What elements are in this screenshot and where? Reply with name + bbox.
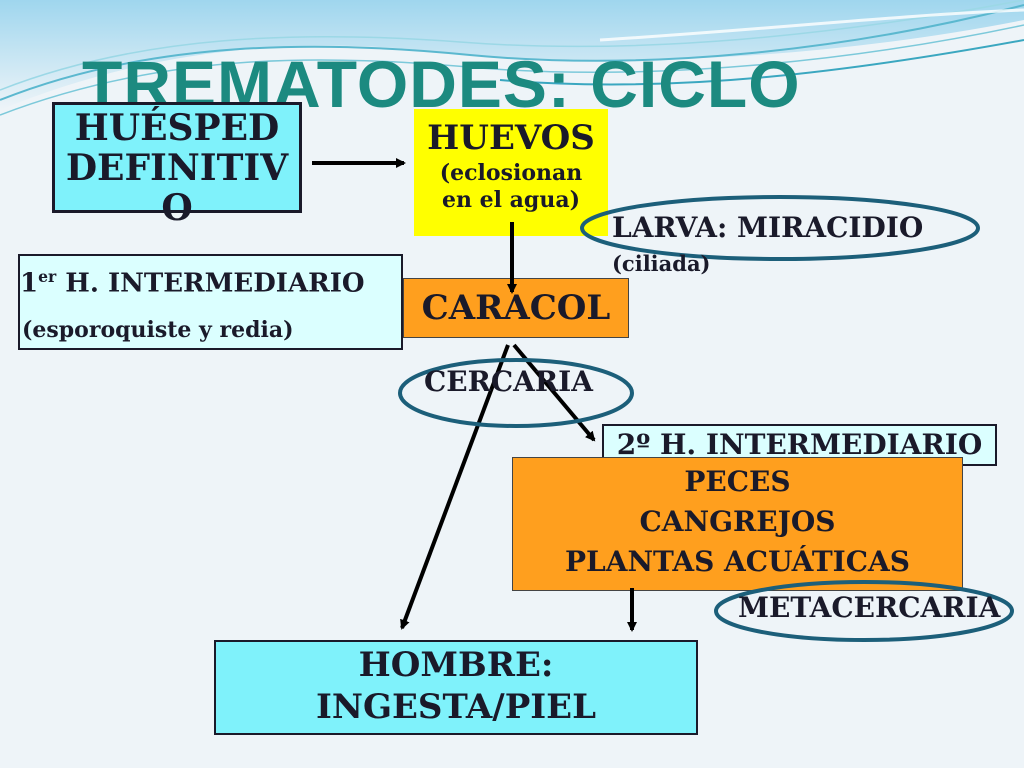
host-cangrejos: CANGREJOS: [639, 505, 836, 538]
larva-miracidio-label: LARVA: MIRACIDIO: [612, 211, 924, 244]
metacercaria-label: METACERCARIA: [738, 591, 1001, 624]
host-peces: PECES: [684, 465, 791, 498]
definitive-host-box: [52, 102, 302, 213]
larva-ciliada-label: (ciliada): [612, 251, 711, 276]
eggs-label: HUEVOS (eclosionan en el agua): [427, 118, 595, 213]
first-intermediate-host-box: [18, 254, 403, 350]
human-box: [214, 640, 698, 735]
second-hosts-list: PECES CANGREJOS PLANTAS ACUÁTICAS: [512, 462, 963, 582]
human-label: HOMBRE: INGESTA/PIEL: [315, 645, 597, 727]
host-plantas: PLANTAS ACUÁTICAS: [565, 545, 910, 578]
second-hosts-box: [512, 457, 963, 591]
cercaria-label: CERCARIA: [424, 365, 593, 398]
eggs-box: [414, 109, 608, 236]
definitive-host-label: HUÉSPED DEFINITIV O: [65, 107, 289, 229]
first-intermediate-host-label: 1er H. INTERMEDIARIO: [20, 267, 365, 299]
snail-label: CARACOL: [421, 288, 611, 328]
first-intermediate-host-sub: (esporoquiste y redia): [22, 317, 294, 343]
second-intermediate-host-label: 2º H. INTERMEDIARIO: [616, 428, 983, 461]
